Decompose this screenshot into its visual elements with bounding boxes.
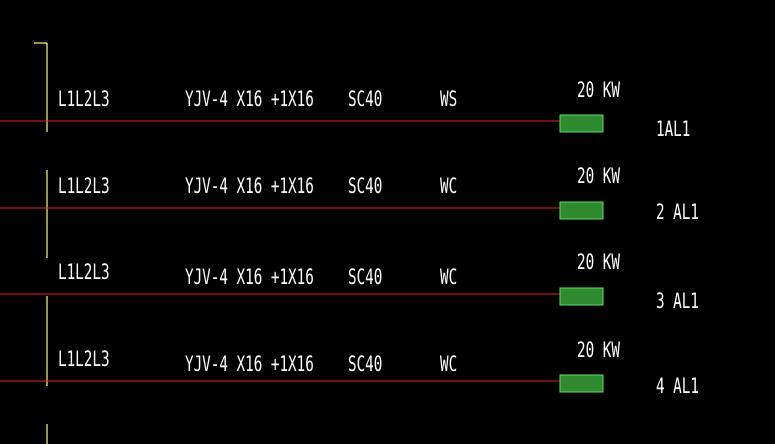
feeder-circuit: L1L2L3 YJV-4 X16 +1X16 SC40 WC 20 KW 2 A… [0, 164, 699, 225]
load-power: 20 KW [577, 338, 620, 363]
breaker-symbol [559, 201, 604, 220]
phase-label: L1L2L3 [58, 260, 110, 285]
cable-spec: YJV-4 X16 +1X16 [185, 352, 314, 377]
cable-spec: YJV-4 X16 +1X16 [185, 174, 314, 199]
feeder-circuit: L1L2L3 YJV-4 X16 +1X16 SC40 WC 20 KW 3 A… [0, 250, 699, 314]
conduit-spec: SC40 [348, 174, 382, 199]
feeder-circuit: L1L2L3 YJV-4 X16 +1X16 SC40 WS 20 KW 1AL… [0, 78, 690, 142]
phase-label: L1L2L3 [58, 347, 110, 372]
panel-label: 2 AL1 [656, 200, 699, 225]
load-power: 20 KW [577, 164, 620, 189]
bus-bar [34, 42, 48, 444]
laying-method: WC [440, 265, 457, 290]
feeder-circuit: L1L2L3 YJV-4 X16 +1X16 SC40 WC 20 KW 4 A… [0, 338, 699, 399]
breaker-symbol [559, 374, 604, 393]
laying-method: WC [440, 352, 457, 377]
conduit-spec: SC40 [348, 352, 382, 377]
laying-method: WC [440, 174, 457, 199]
conduit-spec: SC40 [348, 87, 382, 112]
phase-label: L1L2L3 [58, 174, 110, 199]
breaker-symbol [559, 287, 604, 306]
conduit-spec: SC40 [348, 265, 382, 290]
breaker-symbol [559, 114, 604, 133]
load-power: 20 KW [577, 78, 620, 103]
load-power: 20 KW [577, 250, 620, 275]
panel-label: 4 AL1 [656, 374, 699, 399]
panel-label: 1AL1 [656, 117, 690, 142]
phase-label: L1L2L3 [58, 87, 110, 112]
laying-method: WS [440, 87, 457, 112]
cable-spec: YJV-4 X16 +1X16 [185, 87, 314, 112]
cable-spec: YJV-4 X16 +1X16 [185, 265, 314, 290]
panel-label: 3 AL1 [656, 289, 699, 314]
